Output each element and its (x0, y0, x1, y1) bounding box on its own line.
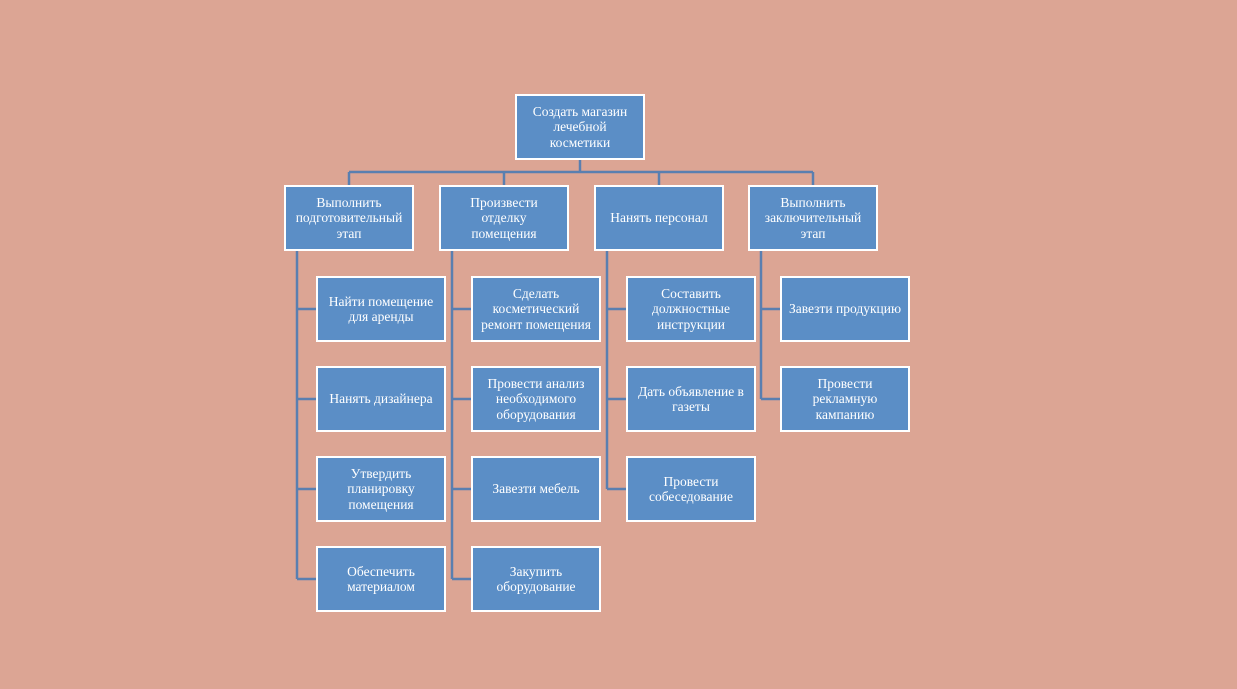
task-node: Найти помещение для аренды (316, 276, 446, 342)
root-node-label: Создать магазин лечебной косметики (532, 103, 628, 150)
task-node: Завезти продукцию (780, 276, 910, 342)
task-node-label: Провести собеседование (649, 473, 733, 505)
branch-node-finishing: Произвести отделку помещения (439, 185, 569, 251)
task-node-label: Найти помещение для аренды (328, 293, 434, 325)
task-node: Дать объявление в газеты (626, 366, 756, 432)
task-node: Сделать косметический ремонт помещения (471, 276, 601, 342)
task-node: Обеспечить материалом (316, 546, 446, 612)
task-node: Утвердить планировку помещения (316, 456, 446, 522)
branch-node-label: Произвести отделку помещения (470, 194, 538, 241)
task-node-label: Сделать косметический ремонт помещения (481, 285, 591, 332)
task-node: Провести рекламную кампанию (780, 366, 910, 432)
task-node-label: Утвердить планировку помещения (347, 465, 415, 512)
task-node-label: Завезти продукцию (788, 301, 902, 317)
task-node-label: Дать объявление в газеты (638, 383, 744, 415)
branch-node-label: Выполнить заключительный этап (764, 194, 862, 241)
root-node: Создать магазин лечебной косметики (515, 94, 645, 160)
task-node: Провести анализ необходимого оборудовани… (471, 366, 601, 432)
task-node-label: Завезти мебель (492, 481, 580, 497)
task-node-label: Провести рекламную кампанию (812, 375, 878, 422)
task-node: Провести собеседование (626, 456, 756, 522)
branch-node-label: Выполнить подготовительный этап (295, 194, 403, 241)
task-node-label: Провести анализ необходимого оборудовани… (487, 375, 585, 422)
branch-node-final: Выполнить заключительный этап (748, 185, 878, 251)
branch-node-label: Нанять персонал (610, 210, 708, 226)
task-node-label: Обеспечить материалом (347, 563, 415, 595)
task-node: Завезти мебель (471, 456, 601, 522)
task-node-label: Составить должностные инструкции (652, 285, 730, 332)
branch-node-staff: Нанять персонал (594, 185, 724, 251)
task-node: Нанять дизайнера (316, 366, 446, 432)
task-node: Составить должностные инструкции (626, 276, 756, 342)
task-node-label: Закупить оборудование (496, 563, 576, 595)
task-node-label: Нанять дизайнера (329, 391, 433, 407)
branch-node-preparatory: Выполнить подготовительный этап (284, 185, 414, 251)
task-node: Закупить оборудование (471, 546, 601, 612)
